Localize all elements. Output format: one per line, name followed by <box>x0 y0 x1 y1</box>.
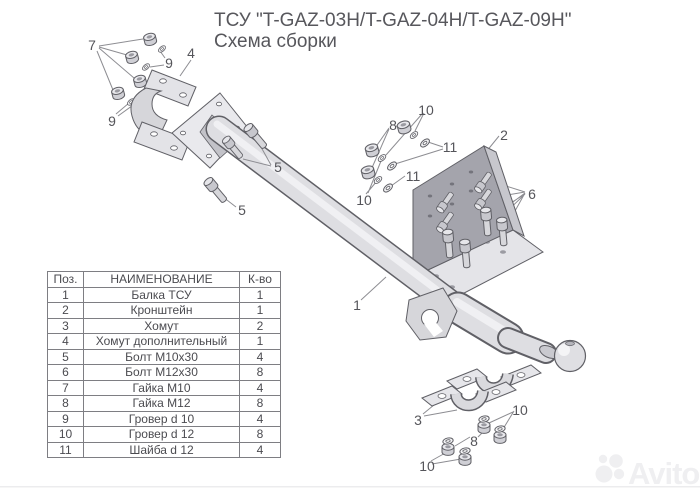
table-cell: 3 <box>47 317 84 334</box>
diagram-title-line2: Схема сборки <box>214 31 337 52</box>
table-cell: 2 <box>47 302 84 319</box>
table-cell: 4 <box>239 410 281 427</box>
callout-label: 2 <box>500 127 508 143</box>
bolts-m10-drawing <box>202 121 272 208</box>
avito-watermark: Avito <box>595 454 700 491</box>
callout-label: 10 <box>512 402 528 418</box>
callout-label: 8 <box>470 433 478 449</box>
table-cell: 1 <box>47 286 84 303</box>
table-cell: 1 <box>239 302 281 319</box>
callout-label: 7 <box>88 37 96 53</box>
bottom-divider <box>0 486 700 488</box>
table-cell: 2 <box>239 317 281 334</box>
table-cell: Балка ТСУ <box>83 286 240 303</box>
table-cell: 8 <box>239 364 281 381</box>
column-header-name: НАИМЕНОВАНИЕ <box>83 271 240 288</box>
table-header-row: Поз. НАИМЕНОВАНИЕ К-во <box>47 271 281 288</box>
callout-label: 3 <box>414 412 422 428</box>
table-cell: Гровер d 10 <box>83 410 240 427</box>
table-cell: 8 <box>47 395 84 412</box>
column-header-position: Поз. <box>47 271 84 288</box>
hardware-cluster-bottom <box>430 410 515 465</box>
column-header-quantity: К-во <box>239 271 281 288</box>
table-cell: Гровер d 12 <box>83 426 240 443</box>
callout-label: 11 <box>443 139 458 155</box>
callout-label: 6 <box>528 186 536 202</box>
callout-label: 10 <box>356 192 372 208</box>
table-cell: 6 <box>47 364 84 381</box>
table-cell: Болт М12х30 <box>83 364 240 381</box>
table-cell: Кронштейн <box>83 302 240 319</box>
table-cell: 8 <box>239 395 281 412</box>
table-cell: 5 <box>47 348 84 365</box>
diagram-title: ТСУ "T-GAZ-03H/T-GAZ-04H/T-GAZ-09H" Схем… <box>214 10 571 52</box>
callout-label: 5 <box>274 159 282 175</box>
table-cell: 1 <box>239 286 281 303</box>
beam-drawing <box>171 92 587 373</box>
callout-label: 11 <box>406 168 421 184</box>
table-cell: 4 <box>239 348 281 365</box>
callout-labels: 7 9 9 4 5 5 1 2 6 8 10 11 11 10 3 10 8 1… <box>88 37 536 474</box>
callout-label: 9 <box>108 113 116 129</box>
table-cell: Хомут <box>83 317 240 334</box>
callout-label: 10 <box>419 458 435 474</box>
table-cell: Хомут дополнительный <box>83 333 240 350</box>
table-cell: 9 <box>47 410 84 427</box>
callout-label: 5 <box>238 202 246 218</box>
diagram-title-line1: ТСУ "T-GAZ-03H/T-GAZ-04H/T-GAZ-09H" <box>214 10 572 31</box>
callout-label: 9 <box>165 55 173 71</box>
additional-clamp-drawing <box>130 59 197 161</box>
avito-logo-icon <box>595 454 625 483</box>
table-cell: 1 <box>239 333 281 350</box>
callout-label: 8 <box>389 117 397 133</box>
table-cell: 11 <box>47 441 84 458</box>
table-cell: Болт М10х30 <box>83 348 240 365</box>
callout-label: 1 <box>353 297 361 313</box>
table-cell: Гайка М10 <box>83 379 240 396</box>
table-cell: 10 <box>47 426 84 443</box>
callout-label: 4 <box>187 45 195 61</box>
avito-watermark-text: Avito <box>628 456 699 491</box>
hardware-cluster-right <box>359 112 444 195</box>
table-cell: 4 <box>239 441 281 458</box>
table-cell: 8 <box>239 426 281 443</box>
clamps-drawing <box>422 365 541 417</box>
table-cell: Шайба d 12 <box>83 441 240 458</box>
callout-label: 10 <box>418 102 434 118</box>
table-cell: 7 <box>47 379 84 396</box>
table-cell: 4 <box>47 333 84 350</box>
table-cell: Гайка М12 <box>83 395 240 412</box>
table-cell: 4 <box>239 379 281 396</box>
